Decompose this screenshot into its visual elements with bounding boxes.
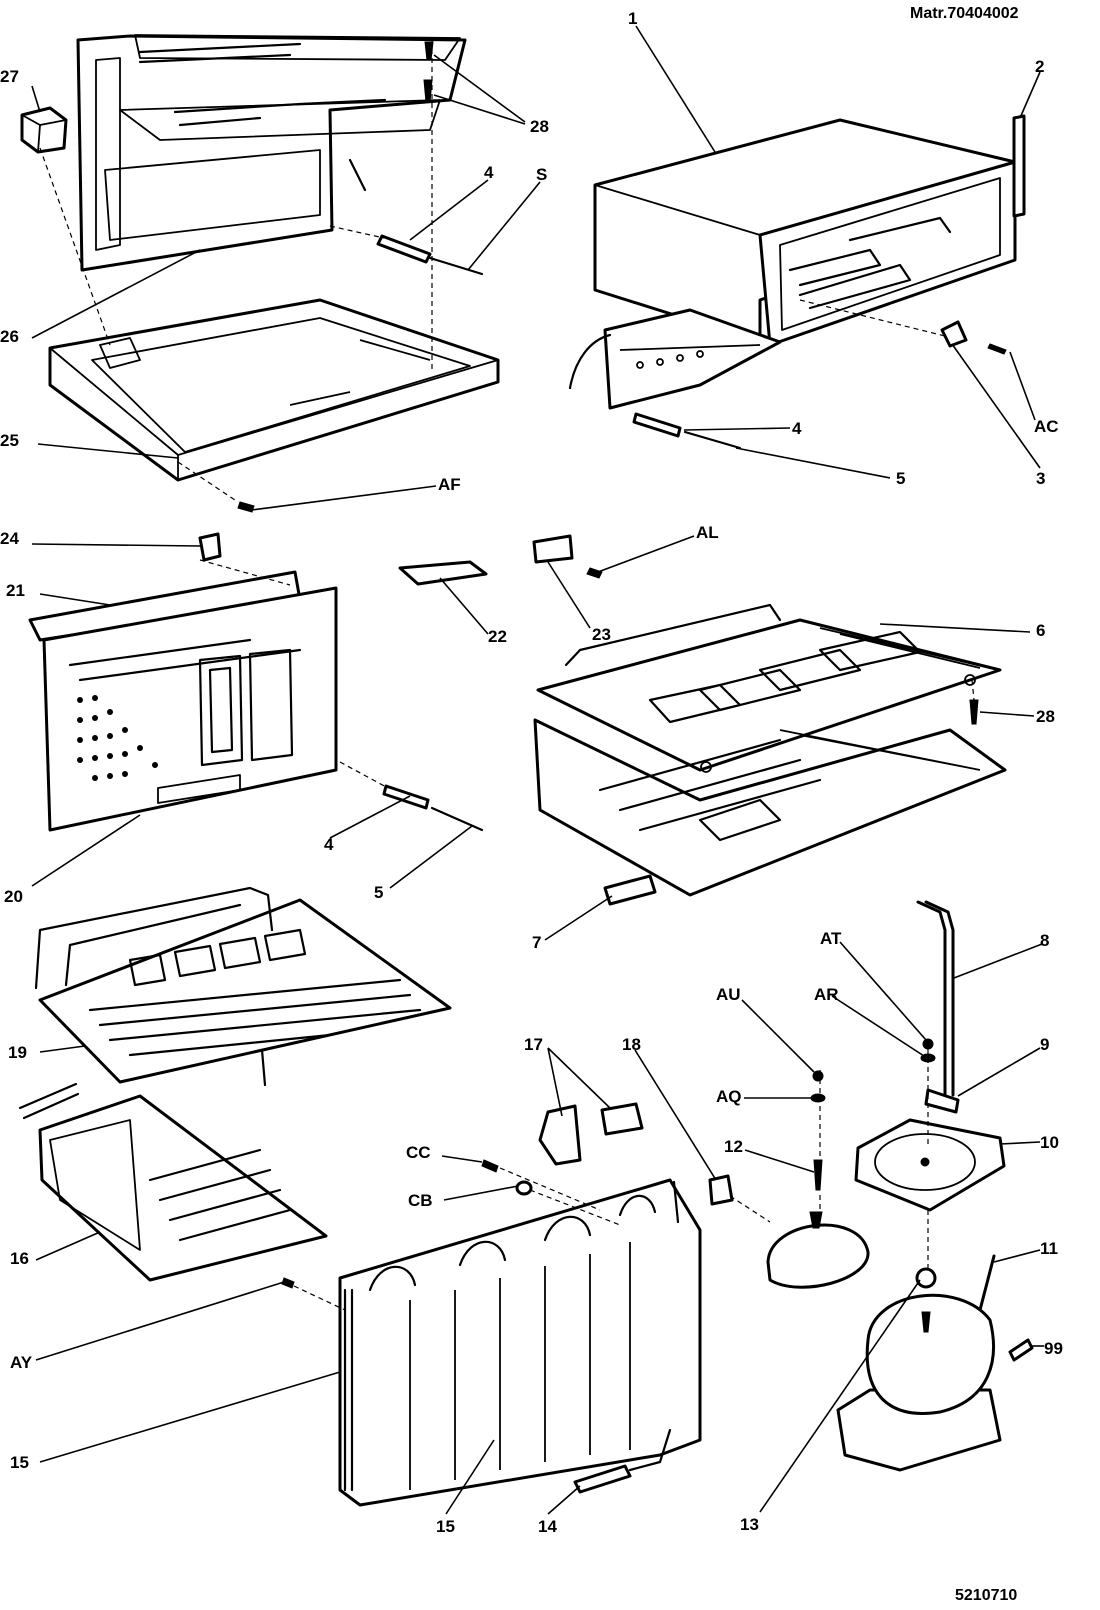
part-23-bracket [532, 534, 574, 564]
label-14: 14 [538, 1517, 557, 1536]
part-15-condenser [338, 1178, 702, 1507]
label-23: 23 [592, 625, 611, 644]
label-18: 18 [622, 1035, 641, 1054]
label-7: 7 [532, 933, 541, 952]
part-20-evaporator-panel [28, 570, 338, 832]
label-99: 99 [1044, 1339, 1063, 1358]
part-26-freezer-compartment [76, 34, 467, 272]
callout-labels: 1 2 27 28 4 S 26 AC 4 25 5 3 AF AL 24 21… [0, 9, 1063, 1536]
part-4-sensor-probe-top [376, 234, 484, 276]
label-28-right: 28 [1036, 707, 1055, 726]
label-17: 17 [524, 1035, 543, 1054]
label-4-top: 4 [484, 163, 494, 182]
part-cb-washer [515, 1180, 533, 1196]
part-14-tube [628, 1428, 672, 1472]
part-18-grommet [708, 1174, 734, 1206]
label-10: 10 [1040, 1133, 1059, 1152]
label-8: 8 [1040, 931, 1049, 950]
label-4-right: 4 [792, 419, 802, 438]
part-25-frame [48, 298, 500, 482]
label-27: 27 [0, 67, 19, 86]
label-2: 2 [1035, 57, 1044, 76]
part-al-screw [586, 567, 603, 579]
part-4-sensor-probe-middle [382, 784, 484, 832]
part-9-connector [924, 1088, 960, 1114]
part-cc-screw [481, 1159, 499, 1173]
part-16-freezer-drawer [18, 1082, 328, 1282]
label-af: AF [438, 475, 461, 494]
part-au-nut [812, 1070, 824, 1082]
label-20: 20 [4, 887, 23, 906]
label-15-bottom: 15 [436, 1517, 455, 1536]
part-ac-screw [987, 343, 1007, 355]
label-22: 22 [488, 627, 507, 646]
label-16: 16 [10, 1249, 29, 1268]
label-26: 26 [0, 327, 19, 346]
label-5-right: 5 [896, 469, 905, 488]
label-1: 1 [628, 9, 637, 28]
part-4-sensor-probe-right [632, 412, 742, 450]
label-ay: AY [10, 1353, 33, 1372]
part-13-dome-cover [766, 1211, 870, 1289]
label-cc: CC [406, 1143, 431, 1162]
label-5-middle: 5 [374, 883, 383, 902]
part-27-small-block [20, 106, 68, 154]
label-al: AL [696, 523, 719, 542]
label-13: 13 [740, 1515, 759, 1534]
label-ac: AC [1034, 417, 1059, 436]
label-ar: AR [814, 985, 839, 1004]
part-2-strip [1012, 114, 1026, 218]
label-21: 21 [6, 581, 25, 600]
label-3: 3 [1036, 469, 1045, 488]
matricola-text: Matr.70404002 [910, 5, 1019, 22]
part-10-drip-tray [854, 1118, 1006, 1212]
part-99-connector [1008, 1338, 1034, 1362]
label-6: 6 [1036, 621, 1045, 640]
label-28-top: 28 [530, 117, 549, 136]
assembly-dashed-lines [39, 40, 975, 1311]
label-12: 12 [724, 1137, 743, 1156]
part-28-screws-top [423, 41, 434, 103]
label-cb: CB [408, 1191, 433, 1210]
part-6-upper-evaporator-plate [536, 603, 1002, 773]
part-3-hinge [940, 320, 968, 348]
label-19: 19 [8, 1043, 27, 1062]
part-24-knob [198, 532, 222, 562]
part-14-filter-drier [573, 1464, 632, 1494]
label-au: AU [716, 985, 741, 1004]
label-s-top: S [536, 165, 547, 184]
part-1-rear-bracket [568, 308, 782, 410]
part-28-screw-right [969, 699, 979, 725]
part-22-bracket [398, 560, 488, 586]
leader-lines [31, 25, 1044, 1515]
label-24: 24 [0, 529, 19, 548]
label-4-middle: 4 [324, 835, 334, 854]
label-at: AT [820, 929, 842, 948]
part-ay-clip [281, 1277, 295, 1289]
part-1-cabinet [593, 118, 1020, 347]
part-11-rod [978, 1254, 996, 1312]
part-af-screw [237, 501, 255, 513]
part-19-evaporator-shelf [34, 886, 452, 1087]
compressor [836, 1267, 1002, 1472]
part-17-block [600, 1102, 644, 1136]
label-11: 11 [1040, 1239, 1058, 1258]
label-25: 25 [0, 431, 19, 450]
part-8-tube [916, 900, 955, 1097]
part-7-lower-evaporator-plate [533, 718, 1007, 906]
part-17-bracket [538, 1104, 582, 1166]
part-12-bolt [813, 1159, 823, 1191]
label-15-left: 15 [10, 1453, 29, 1472]
label-aq: AQ [716, 1087, 742, 1106]
label-9: 9 [1040, 1035, 1049, 1054]
diagram-code-text: 5210710 [955, 1587, 1017, 1604]
